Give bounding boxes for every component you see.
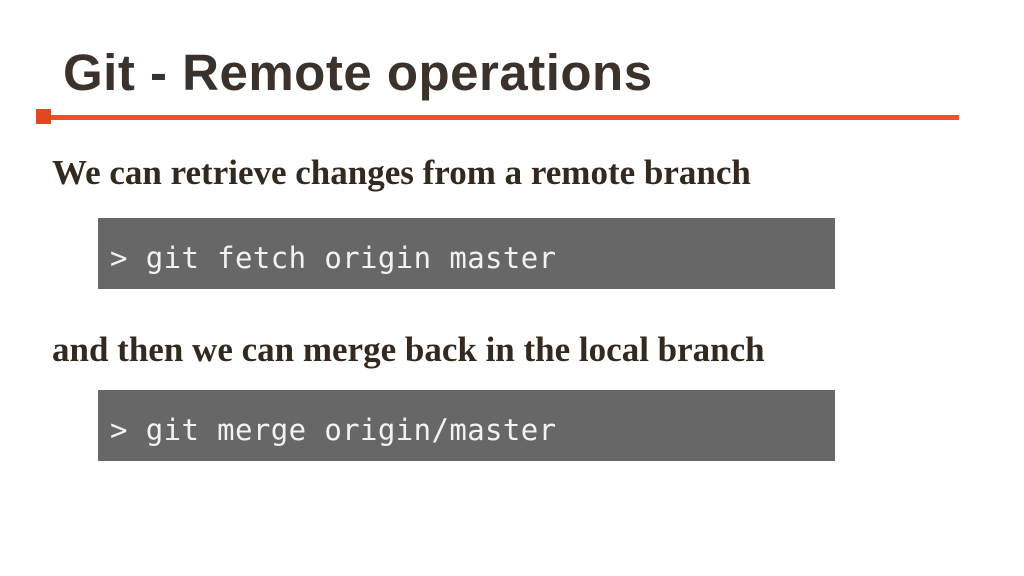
code-block-fetch: > git fetch origin master: [98, 218, 835, 289]
slide-title: Git - Remote operations: [63, 44, 653, 101]
body-text-fetch: We can retrieve changes from a remote br…: [52, 153, 751, 192]
code-text-fetch: > git fetch origin master: [110, 241, 557, 275]
code-text-merge: > git merge origin/master: [110, 413, 557, 447]
title-underline: [36, 109, 959, 124]
body-text-merge: and then we can merge back in the local …: [52, 330, 765, 369]
title-underline-square: [36, 109, 51, 124]
code-block-merge: > git merge origin/master: [98, 390, 835, 461]
